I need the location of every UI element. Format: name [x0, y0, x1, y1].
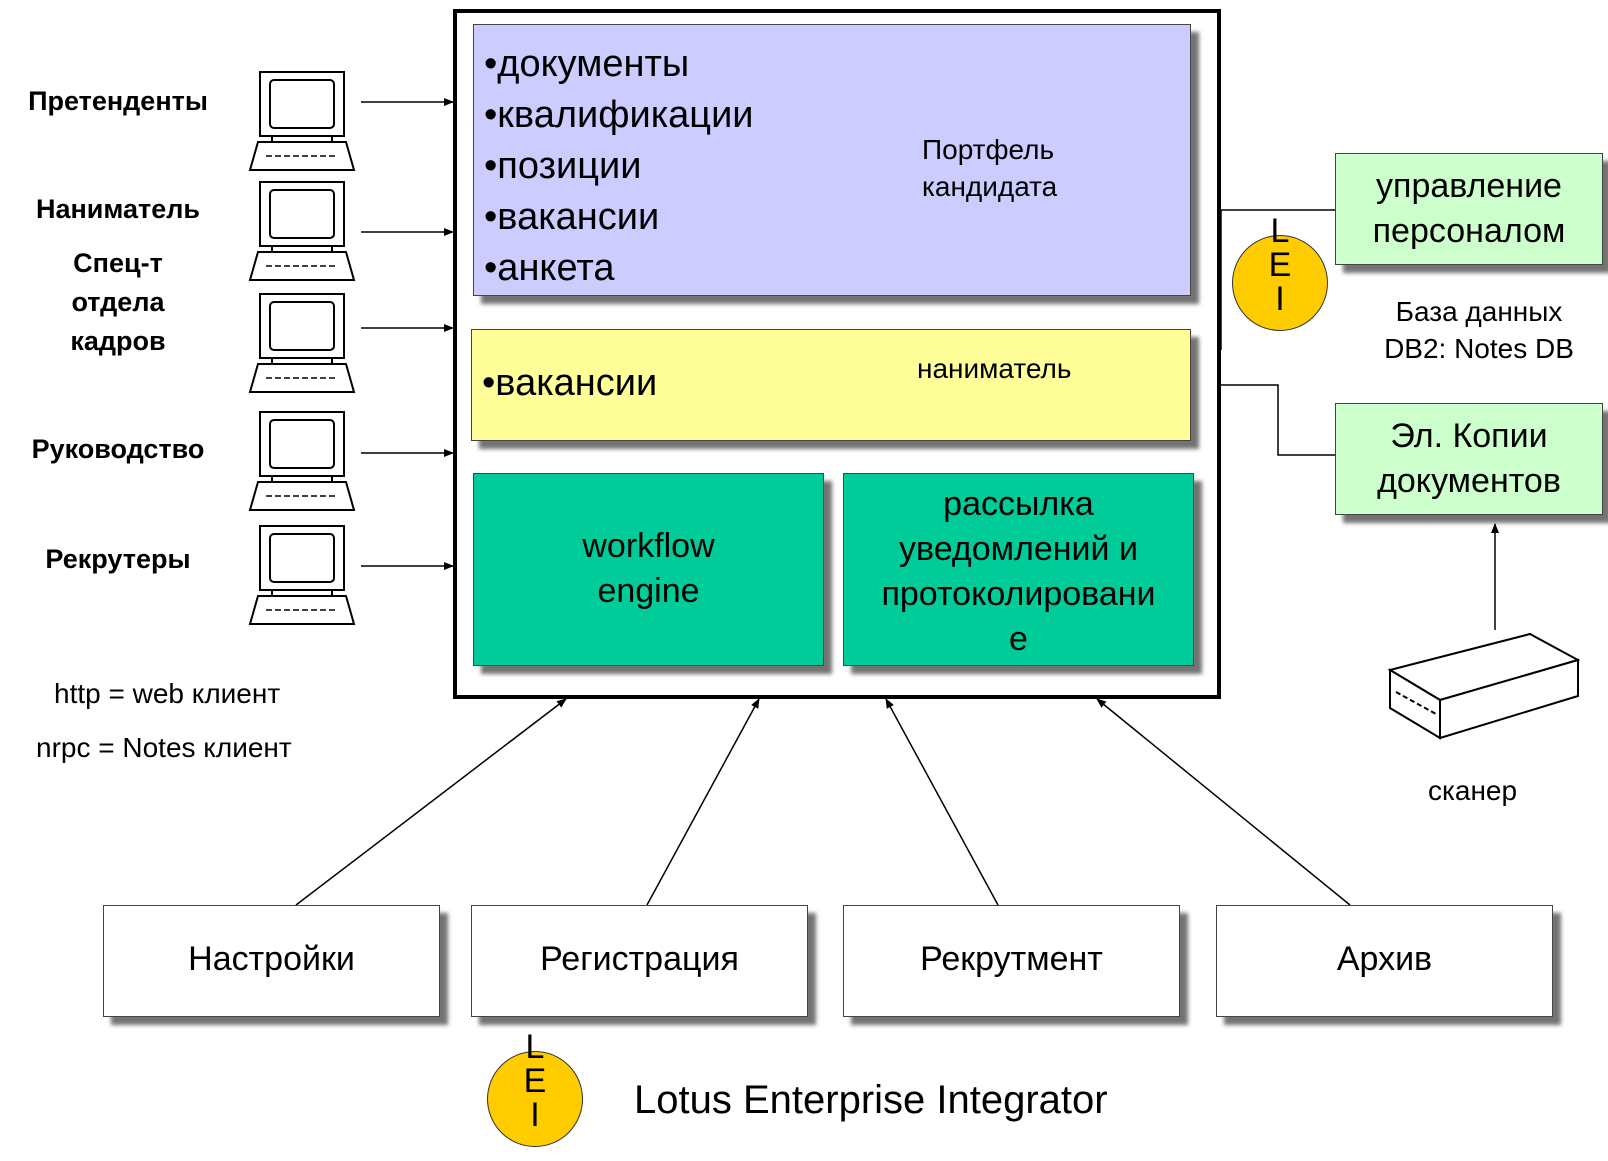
employer-label: наниматель — [917, 353, 1072, 384]
module-archive-label: Архив — [1336, 940, 1433, 978]
user-label-hr-specialist: Спец-т отдела кадров — [70, 248, 166, 356]
protocol-http: http = web клиент — [54, 678, 281, 709]
user-label-management: Руководство — [31, 434, 205, 464]
lei-icon — [1232, 235, 1328, 331]
lei-legend-icon — [487, 1051, 583, 1147]
terminal-icon — [248, 181, 356, 281]
lei-legend-letters: L E I — [523, 1028, 547, 1134]
arrow-recruitment — [885, 698, 999, 906]
lei-letters: L E I — [1268, 212, 1292, 318]
employer-box: •вакансии наниматель — [471, 329, 1191, 441]
arrow-archive — [1096, 698, 1351, 906]
module-registration-label: Регистрация — [540, 940, 739, 978]
portfolio-item: •анкета — [484, 247, 615, 289]
notifications-box: рассылка уведомлений и протоколировани е — [843, 473, 1194, 666]
workflow-engine-label: workflow engine — [582, 527, 715, 610]
protocol-nrpc: nrpc = Notes клиент — [36, 732, 292, 763]
portfolio-item: •квалификации — [484, 94, 754, 136]
employer-items: •вакансии — [482, 358, 657, 409]
database-note: База данных DB2: Notes DB — [1384, 296, 1574, 364]
terminal-icon — [248, 293, 356, 393]
terminal-icon — [248, 71, 356, 171]
module-recruitment: Рекрутмент — [843, 905, 1180, 1017]
employer-item: •вакансии — [482, 362, 658, 404]
terminal-icon — [248, 525, 356, 625]
user-label-candidates: Претенденты — [28, 86, 208, 116]
workflow-engine-box: workflow engine — [473, 473, 824, 666]
portfolio-item: •документы — [484, 43, 690, 85]
module-archive: Архив — [1216, 905, 1553, 1017]
hr-management-box: управление персоналом — [1335, 153, 1603, 265]
document-copies-label: Эл. Копии документов — [1377, 417, 1561, 500]
module-settings-label: Настройки — [188, 940, 355, 978]
portfolio-label: Портфель кандидата — [922, 134, 1058, 202]
document-copies-box: Эл. Копии документов — [1335, 403, 1603, 515]
module-registration: Регистрация — [471, 905, 808, 1017]
candidate-portfolio-box: •документы •квалификации •позиции •вакан… — [473, 24, 1191, 296]
module-recruitment-label: Рекрутмент — [920, 940, 1103, 978]
portfolio-items: •документы •квалификации •позиции •вакан… — [484, 39, 754, 294]
notifications-label: рассылка уведомлений и протоколировани е — [881, 485, 1156, 658]
scanner-icon — [1387, 632, 1580, 740]
user-label-employer: Наниматель — [35, 194, 201, 224]
hr-management-label: управление персоналом — [1372, 167, 1566, 250]
link-copies — [1221, 384, 1335, 456]
scanner-label: сканер — [1428, 775, 1518, 806]
terminal-icon — [248, 411, 356, 511]
arrow-registration — [646, 698, 760, 906]
arrow-settings — [295, 698, 567, 906]
lei-legend-label: Lotus Enterprise Integrator — [634, 1078, 1108, 1122]
module-settings: Настройки — [103, 905, 440, 1017]
user-label-recruiters: Рекрутеры — [45, 544, 191, 574]
portfolio-item: •вакансии — [484, 196, 660, 238]
portfolio-item: •позиции — [484, 145, 642, 187]
